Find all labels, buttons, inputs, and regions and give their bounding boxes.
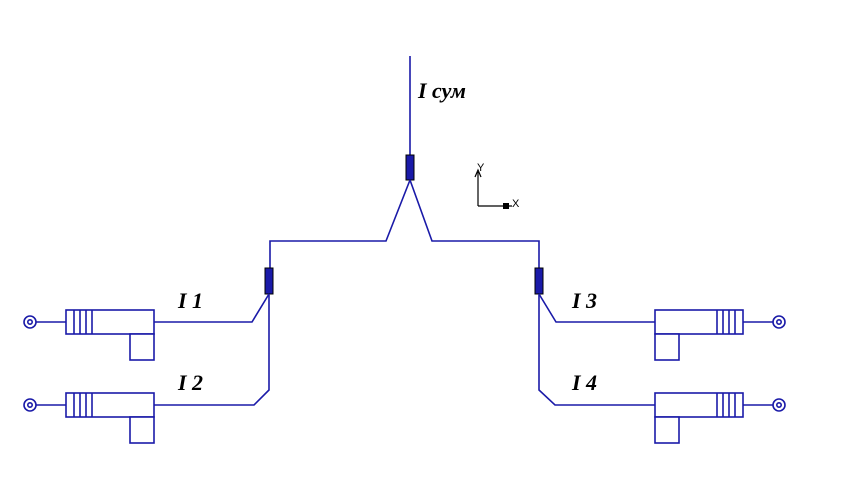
left-current-sensor (264, 267, 274, 295)
actuator-4 (654, 392, 786, 444)
axis-y-label: Y (477, 162, 485, 174)
label-total-current: I сум (417, 78, 466, 103)
axis-x-label: X (512, 198, 520, 210)
label-current-4: I 4 (571, 370, 597, 395)
label-current-2: I 2 (177, 370, 203, 395)
actuator-2 (23, 392, 155, 444)
label-current-3: I 3 (571, 288, 597, 313)
main-trunk (269, 56, 540, 270)
axes-indicator: Y X (474, 162, 520, 210)
main-current-sensor (405, 154, 415, 181)
actuator-1 (23, 309, 155, 361)
actuator-3 (654, 309, 786, 361)
right-current-sensor (534, 267, 544, 295)
left-branch (154, 267, 274, 406)
label-current-1: I 1 (177, 288, 203, 313)
right-branch (534, 267, 655, 406)
